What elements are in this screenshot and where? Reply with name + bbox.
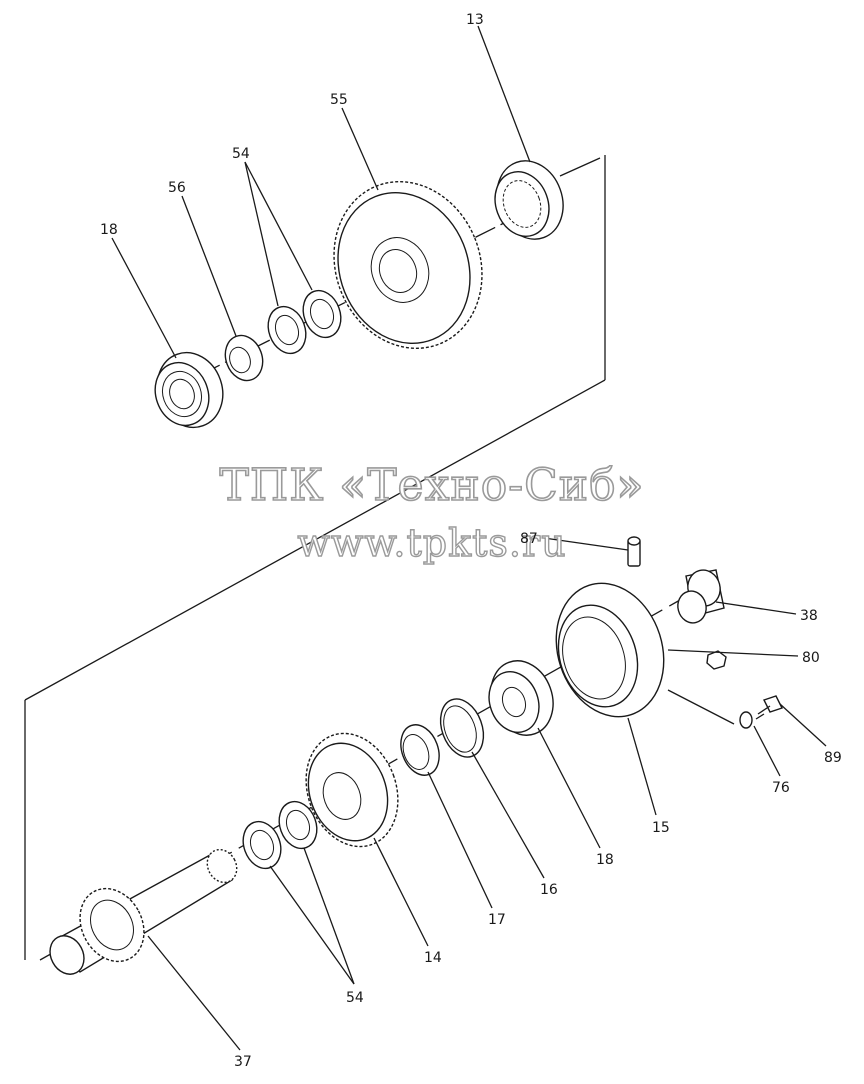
callout-37: 37: [234, 1054, 252, 1070]
thrust-washer-17: [400, 724, 440, 776]
callout-54-bottom: 54: [346, 990, 364, 1006]
bearing-18-bottom: [488, 660, 554, 736]
bearing-retainer-15: [555, 582, 665, 718]
callout-89: 89: [824, 750, 842, 766]
watermark: ТПК «Техно-Сиб» www.tpkts.ru: [219, 459, 645, 566]
washer-56: [224, 334, 264, 382]
grease-fitting-87: [627, 536, 641, 567]
callout-87: 87: [520, 531, 538, 547]
gear-14: [305, 732, 399, 848]
gear-55: [333, 181, 483, 349]
callout-55: 55: [330, 92, 348, 108]
callout-56: 56: [168, 180, 186, 196]
bearing-18-top: [154, 351, 224, 429]
callout-17: 17: [488, 912, 506, 928]
needle-bearing-54-bottom: [242, 800, 318, 870]
washer-76: [739, 711, 753, 729]
watermark-url: www.tpkts.ru: [297, 521, 566, 565]
needle-bearing-54-top: [267, 289, 342, 355]
shaft-37: [49, 848, 238, 975]
callout-38: 38: [800, 608, 818, 624]
callout-15: 15: [652, 820, 670, 836]
watermark-title: ТПК «Техно-Сиб»: [220, 460, 645, 511]
callout-80: 80: [802, 650, 820, 666]
callout-18-bottom: 18: [596, 852, 614, 868]
callout-16: 16: [540, 882, 558, 898]
bolt-89: [755, 695, 783, 720]
callout-76: 76: [772, 780, 790, 796]
leader-lines: [111, 25, 827, 1051]
nut-80: [706, 650, 727, 670]
synchro-ring-13: [494, 160, 564, 240]
callout-labels: 13 55 54 56 18 87 38 80 89 76 15 18 16 1…: [100, 12, 842, 1070]
callout-14: 14: [424, 950, 442, 966]
callout-18-top: 18: [100, 222, 118, 238]
callout-13: 13: [466, 12, 484, 28]
bushing-38: [677, 569, 725, 624]
callout-54-top: 54: [232, 146, 250, 162]
snap-ring-16: [439, 698, 485, 758]
